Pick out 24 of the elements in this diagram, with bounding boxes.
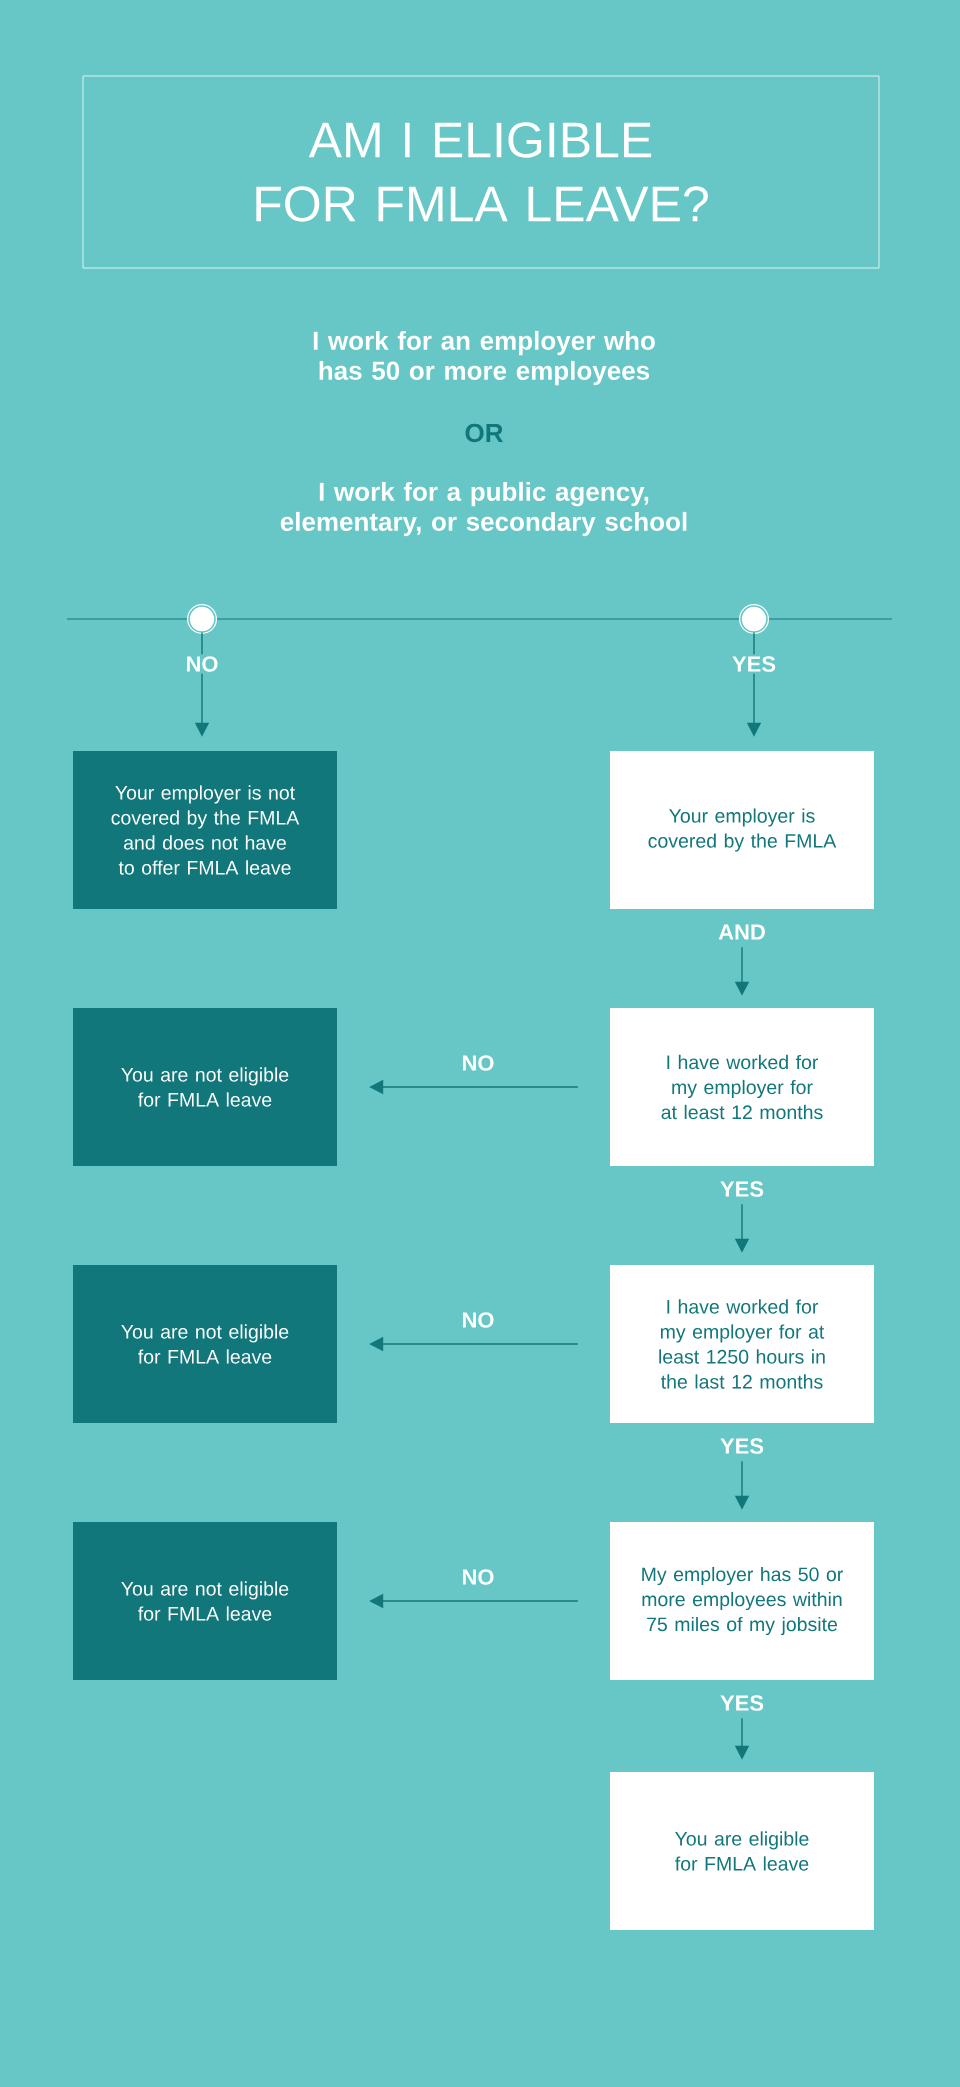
conjunction-label: OR (465, 423, 503, 443)
edge-label: AND (716, 922, 768, 942)
edge-label: YES (718, 1179, 766, 1199)
title-box: AM I ELIGIBLE FOR FMLA LEAVE? (82, 75, 880, 269)
question-text: I work for a public agency, elementary, or secondary school (280, 481, 687, 537)
edge-label: NO (183, 654, 221, 674)
question-text: I work for an employer who has 50 or more employees (313, 330, 655, 386)
result-box: Your employer is not covered by the FMLA and does not have to offer FMLA leave (73, 751, 337, 909)
result-box: You are not eligible for FMLA leave (73, 1008, 337, 1166)
question-box: I have worked for my employer for at least 1250 hours in the last 12 months (610, 1265, 874, 1423)
question-box: You are eligible for FMLA leave (610, 1772, 874, 1930)
edge-label: NO (459, 1567, 497, 1587)
circle-marker (739, 604, 769, 634)
edge-label: YES (718, 1436, 766, 1456)
question-box: I have worked for my employer for at least 12 months (610, 1008, 874, 1166)
circle-marker (187, 604, 217, 634)
question-box: Your employer is covered by the FMLA (610, 751, 874, 909)
edge-label: NO (459, 1310, 497, 1330)
edge-label: YES (718, 1693, 766, 1713)
edge-label: YES (730, 654, 778, 674)
edge-label: NO (459, 1053, 497, 1073)
result-box: You are not eligible for FMLA leave (73, 1522, 337, 1680)
question-box: My employer has 50 or more employees within 75 miles of my jobsite (610, 1522, 874, 1680)
result-box: You are not eligible for FMLA leave (73, 1265, 337, 1423)
